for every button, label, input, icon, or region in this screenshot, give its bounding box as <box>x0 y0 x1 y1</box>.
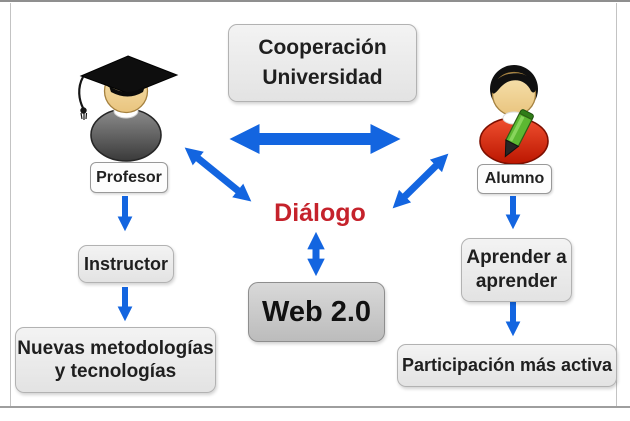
node-cooperacion-universidad: Cooperación Universidad <box>228 24 417 102</box>
arrow-alumno-dialogo <box>392 153 449 209</box>
frame-border-right <box>616 3 617 406</box>
node-web-2-0: Web 2.0 <box>248 282 385 342</box>
graduate-professor-icon <box>78 55 179 162</box>
pencil-icon <box>504 109 534 158</box>
student-with-pencil-icon <box>479 65 549 164</box>
frame-border-top <box>0 0 630 2</box>
node-dialogo: Diálogo <box>274 198 366 227</box>
arrow-profesor-dialogo <box>184 147 252 202</box>
frame-border-left <box>10 3 11 406</box>
label-profesor: Profesor <box>90 162 168 193</box>
node-participacion-mas-activa: Participación más activa <box>397 344 617 387</box>
label-alumno: Alumno <box>477 164 552 194</box>
node-instructor: Instructor <box>78 245 174 283</box>
node-nuevas-metodologias: Nuevas metodologías y tecnologías <box>15 327 216 393</box>
node-aprender-a-aprender: Aprender a aprender <box>461 238 572 302</box>
frame-border-bottom <box>0 406 630 408</box>
